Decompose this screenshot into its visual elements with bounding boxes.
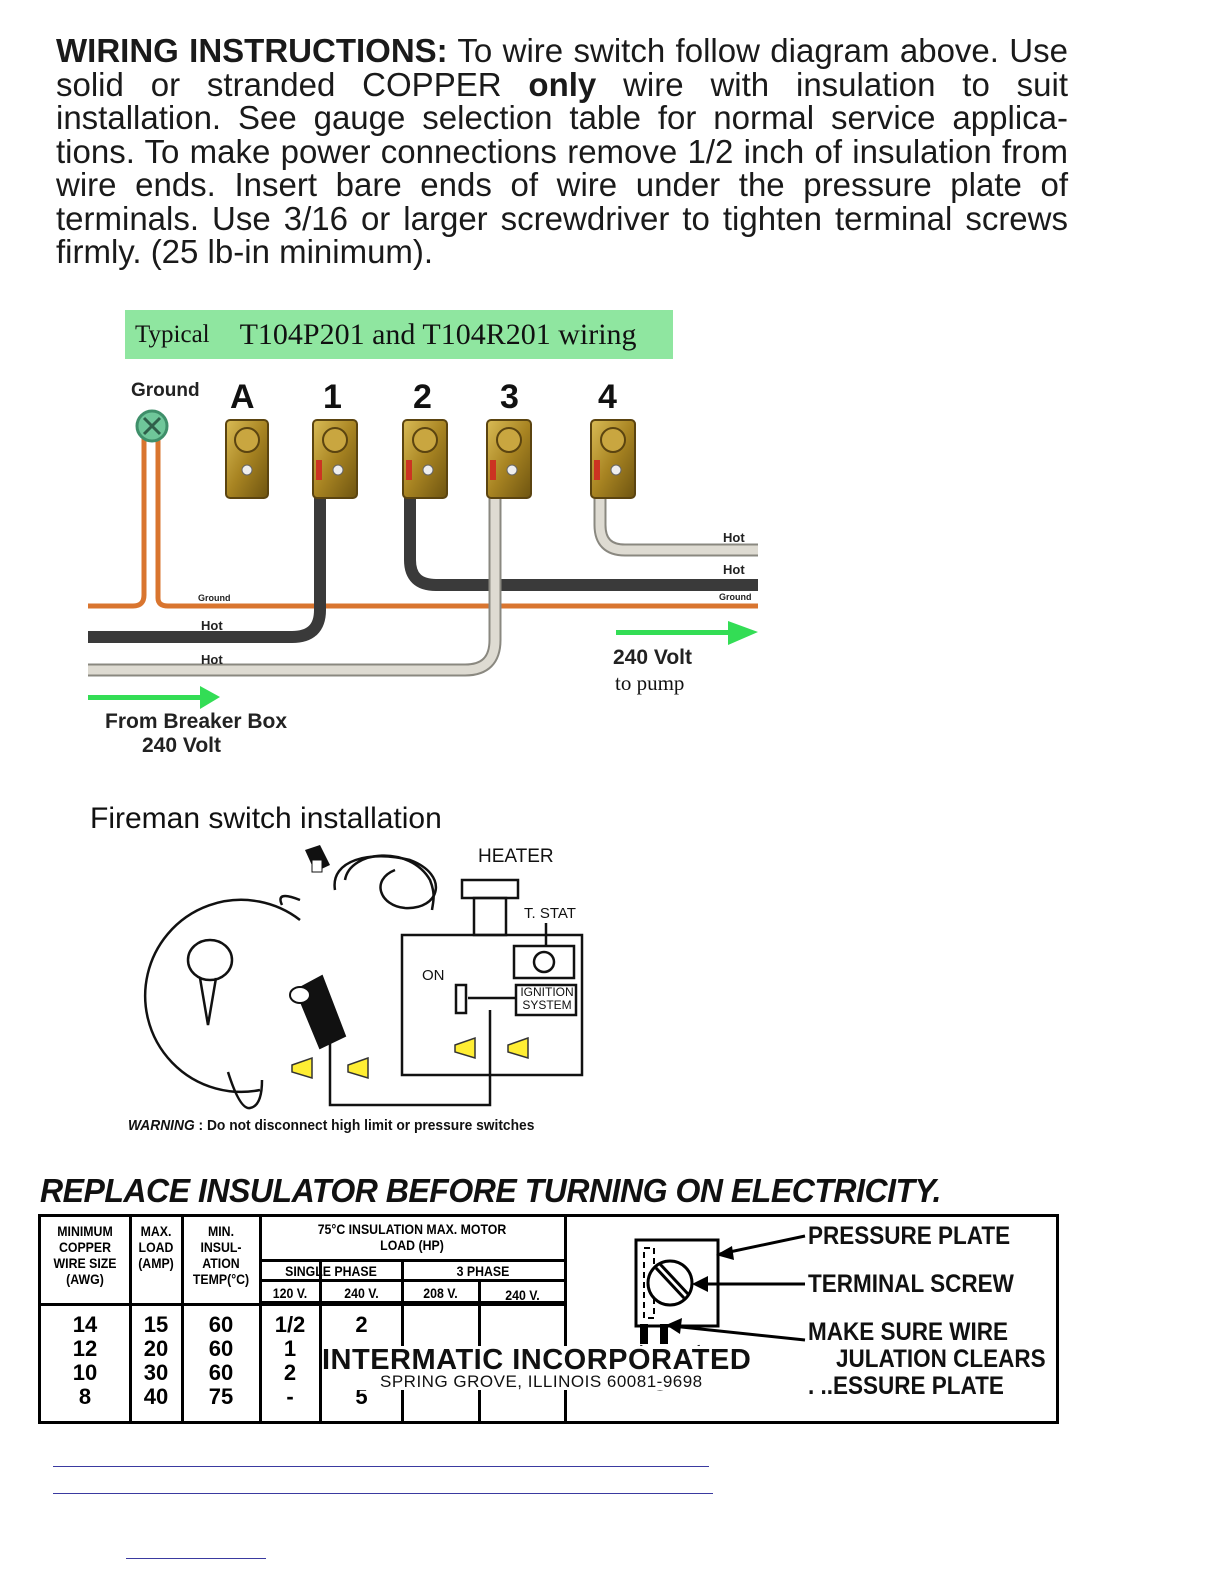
- brand-box: [322, 1346, 834, 1390]
- table-cell: 12: [72, 1336, 98, 1361]
- wiring-diagram: [88, 409, 758, 709]
- wire-label-hot: Hot: [723, 562, 745, 577]
- header-single-phase: SINGLE PHASE: [285, 1263, 377, 1279]
- terminal-A-icon: [225, 419, 269, 499]
- wire-nut-icon: [291, 1036, 529, 1080]
- link-underline[interactable]: [53, 1493, 713, 1494]
- ground-label: Ground: [131, 380, 200, 401]
- instructions-text-2: wire with insulation to suit installatio…: [56, 65, 1068, 270]
- table-cell: 1: [283, 1336, 297, 1361]
- column-hp-120v: 1/2 1 2 -: [261, 1313, 319, 1409]
- header-208v: 208 V.: [423, 1285, 458, 1301]
- header-insulation: MIN. INSUL- ATION TEMP(°C): [192, 1223, 250, 1287]
- hot-wire-white-4: [593, 470, 758, 557]
- banner-prefix: Typical: [135, 320, 210, 348]
- table-cell: 14: [72, 1312, 98, 1337]
- fireman-switch-icon: [289, 845, 347, 1050]
- ignition-line-1: IGNITION: [520, 985, 574, 999]
- brand-address: SPRING GROVE, ILLINOIS 60081-9698: [380, 1372, 703, 1391]
- header-120v: 120 V.: [272, 1285, 308, 1301]
- link-underline[interactable]: [126, 1558, 266, 1559]
- table-cell: 2: [355, 1312, 368, 1337]
- column-insulation-temp: 60 60 60 75: [183, 1313, 259, 1409]
- terminal-label-1: 1: [323, 378, 342, 416]
- callout-make-sure-3: . ..ESSURE PLATE: [808, 1372, 1004, 1400]
- warning-note: WARNING : Do not disconnect high limit o…: [128, 1117, 534, 1134]
- link-underline[interactable]: [53, 1466, 709, 1467]
- banner-title: T104P201 and T104R201 wiring: [239, 317, 637, 351]
- wiring-instructions-paragraph: WIRING INSTRUCTIONS: To wire switch foll…: [56, 34, 1068, 269]
- source-voltage-label: 240 Volt: [142, 734, 221, 757]
- ground-wire: [88, 435, 758, 609]
- terminal-4-icon: [590, 419, 636, 499]
- source-label: From Breaker Box: [105, 710, 288, 733]
- table-cell: 60: [208, 1360, 234, 1385]
- arrow-right-icon: [88, 686, 220, 709]
- header-motor-load: 75°C INSULATION MAX. MOTOR LOAD (HP): [317, 1221, 507, 1253]
- load-voltage-label: 240 Volt: [613, 646, 692, 669]
- terminal-label-2: 2: [413, 378, 432, 416]
- instructions-heading: WIRING INSTRUCTIONS:: [56, 32, 448, 69]
- instructions-emphasis: only: [528, 65, 597, 103]
- terminal-1-icon: [312, 419, 358, 499]
- table-cell: 1/2: [274, 1312, 306, 1337]
- table-cell: 10: [72, 1360, 98, 1385]
- column-wire-size: 14 12 10 8: [41, 1313, 129, 1409]
- on-label: ON: [422, 967, 445, 984]
- table-cell: 60: [208, 1336, 234, 1361]
- brand-name: INTERMATIC INCORPORATED: [322, 1344, 752, 1376]
- fireman-diagram: [143, 845, 584, 1110]
- tstat-label: T. STAT: [524, 905, 576, 922]
- callout-pressure-plate: PRESSURE PLATE: [808, 1222, 1011, 1250]
- table-cell: 20: [143, 1336, 169, 1361]
- hot-wire-white-3: [88, 470, 502, 677]
- table-cell: 5: [355, 1384, 368, 1409]
- instructions-text-1: To wire switch follow diagram above. Use…: [56, 32, 1068, 103]
- header-max-load: MAX. LOAD (AMP): [138, 1223, 174, 1271]
- wire-label-hot: Hot: [723, 530, 745, 545]
- table-cell: 2: [283, 1360, 297, 1385]
- table-cell: 60: [208, 1312, 234, 1337]
- warning-text: : Do not disconnect high limit or pressu…: [194, 1117, 535, 1134]
- terminal-label-4: 4: [598, 378, 617, 416]
- replace-insulator-heading: REPLACE INSULATOR BEFORE TURNING ON ELEC…: [40, 1172, 941, 1209]
- heater-label: HEATER: [478, 846, 554, 867]
- ignition-label: IGNITION SYSTEM: [519, 986, 575, 1012]
- callout-make-sure-1: MAKE SURE WIRE: [808, 1318, 1009, 1346]
- wire-label-hot: Hot: [201, 618, 223, 633]
- terminal-label-3: 3: [500, 378, 519, 416]
- ground-screw-icon: [135, 409, 169, 443]
- terminal-2-icon: [402, 419, 448, 499]
- wire-label-ground: Ground: [198, 593, 231, 603]
- hot-wire-black-1: [88, 470, 326, 643]
- terminal-label-A: A: [230, 378, 255, 416]
- terminal-3-icon: [486, 419, 532, 499]
- column-hp-240v: 2 5: [322, 1313, 401, 1409]
- warning-prefix: WARNING: [128, 1117, 195, 1134]
- gauge-selection-table: MINIMUM COPPER WIRE SIZE (AWG) MAX. LOAD…: [38, 1214, 1059, 1424]
- table-cell: 75: [208, 1384, 234, 1409]
- table-cell: 8: [78, 1384, 92, 1409]
- callout-terminal-screw: TERMINAL SCREW: [808, 1270, 1014, 1298]
- wire-label-ground: Ground: [719, 592, 752, 602]
- arrow-right-icon: [616, 621, 758, 645]
- header-wire-size: MINIMUM COPPER WIRE SIZE (AWG): [53, 1223, 117, 1287]
- header-240v-three: 240 V.: [505, 1287, 540, 1303]
- header-240v-single: 240 V.: [344, 1285, 379, 1301]
- load-label: to pump: [615, 671, 685, 695]
- table-cell: 30: [143, 1360, 169, 1385]
- wire-label-hot: Hot: [201, 652, 223, 667]
- wiring-diagram-banner: Typical T104P201 and T104R201 wiring: [125, 310, 673, 359]
- table-cell: 15: [143, 1312, 169, 1337]
- table-cell: 40: [143, 1384, 169, 1409]
- table-cell: -: [286, 1384, 294, 1409]
- callout-make-sure-2: JULATION CLEARS: [836, 1345, 1046, 1373]
- column-max-load: 15 20 30 40: [131, 1313, 181, 1409]
- fireman-title: Fireman switch installation: [90, 802, 442, 835]
- header-three-phase: 3 PHASE: [456, 1263, 510, 1279]
- hot-wire-black-2: [404, 470, 758, 591]
- ignition-line-2: SYSTEM: [522, 998, 572, 1012]
- timer-dial-outline: [143, 898, 301, 1094]
